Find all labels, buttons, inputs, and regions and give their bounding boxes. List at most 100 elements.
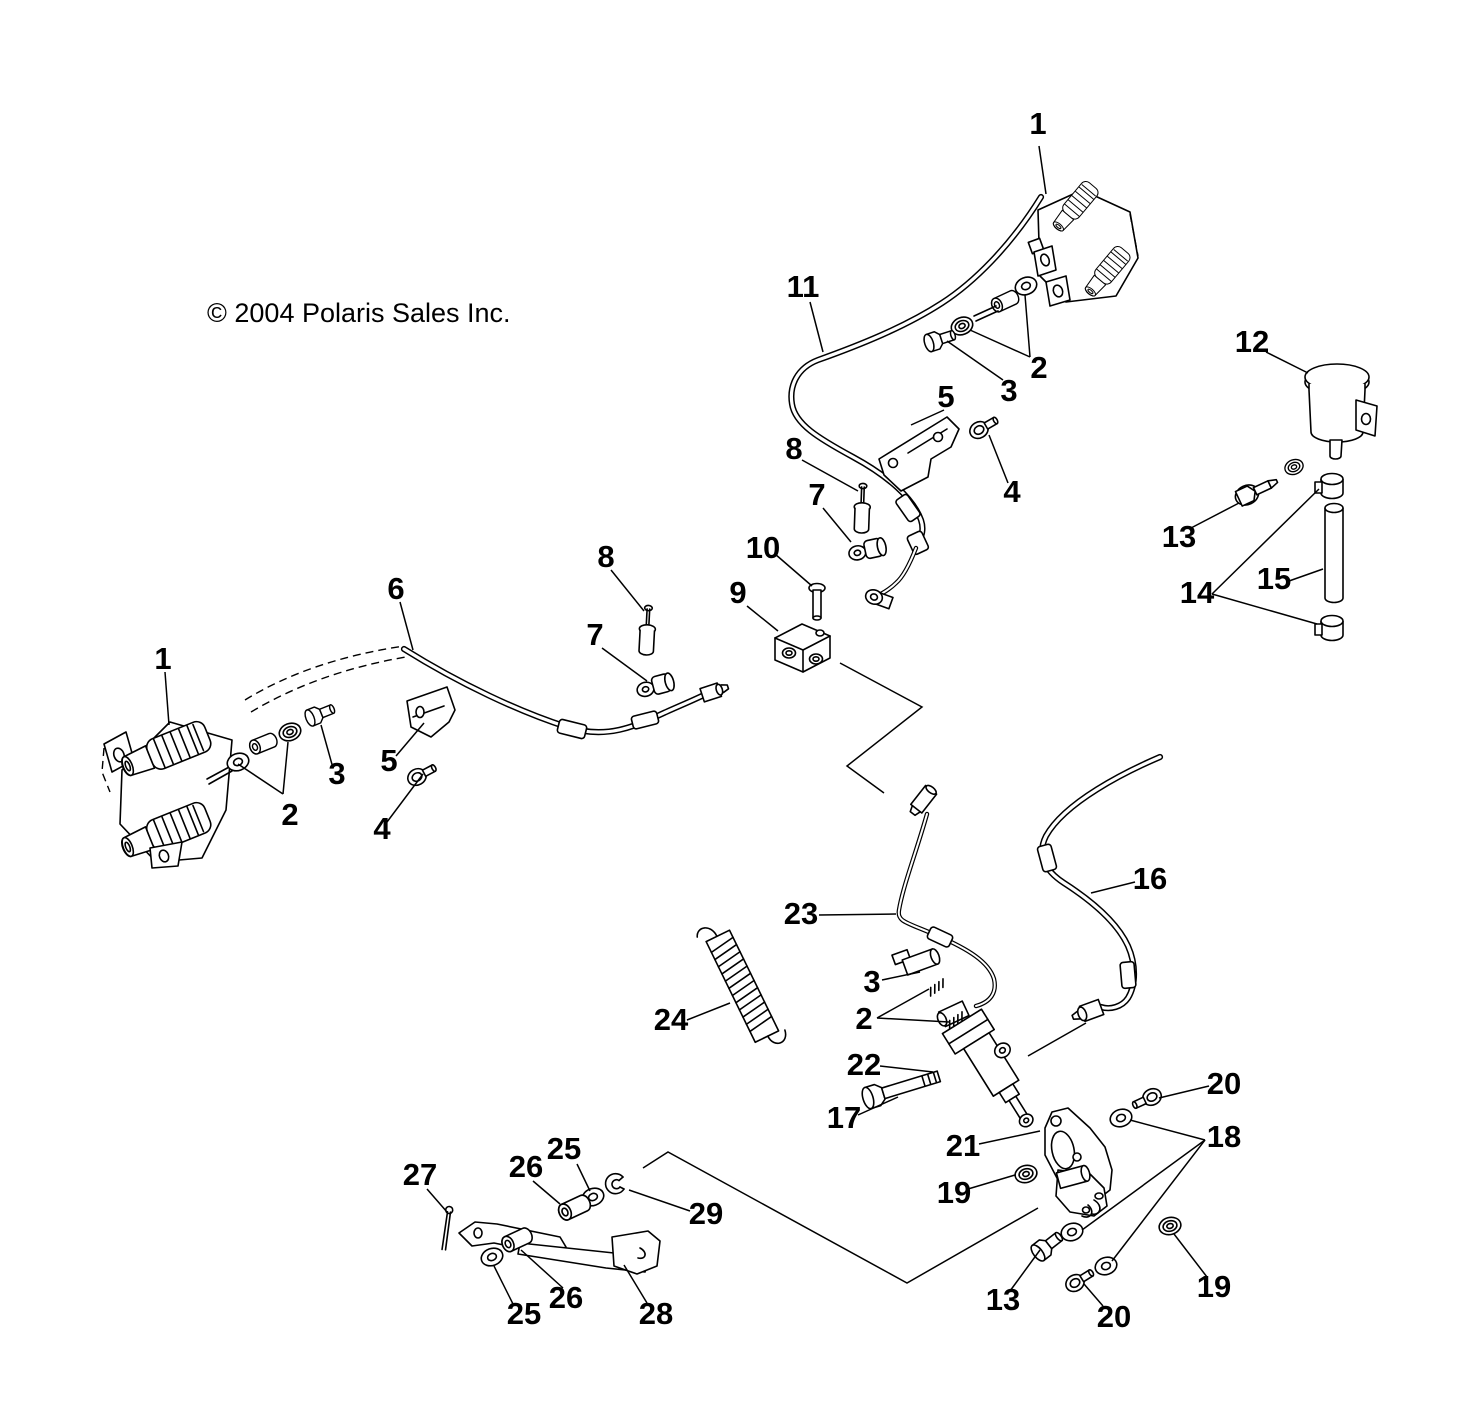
callout-26-bottom: 26 xyxy=(520,1249,583,1315)
callout-5-left: 5 xyxy=(380,722,425,778)
reservoir-nut xyxy=(1281,456,1307,478)
callout-21: 21 xyxy=(946,1128,1041,1163)
junction-block-9 xyxy=(774,582,831,673)
locator-line-hose16 xyxy=(1027,1022,1087,1057)
callout-22: 22 xyxy=(847,1047,934,1082)
right-caliper xyxy=(1027,178,1139,307)
svg-text:16: 16 xyxy=(1133,861,1167,896)
washer-18 xyxy=(1107,1105,1135,1131)
top-clamp-hardware xyxy=(846,482,889,564)
copyright-text: © 2004 Polaris Sales Inc. xyxy=(207,298,511,328)
svg-text:25: 25 xyxy=(547,1131,581,1166)
svg-text:3: 3 xyxy=(1000,373,1017,408)
callout-6: 6 xyxy=(387,571,414,651)
hose-clamp xyxy=(846,536,889,564)
hose-bracket xyxy=(878,416,960,492)
svg-text:8: 8 xyxy=(785,431,802,466)
svg-text:17: 17 xyxy=(827,1100,861,1135)
callout-19-left: 19 xyxy=(937,1174,1016,1210)
hex-bolt xyxy=(921,325,959,354)
spacer xyxy=(246,731,280,757)
callout-3-left: 3 xyxy=(320,724,346,791)
callout-2-left: 2 xyxy=(237,741,299,832)
spacer xyxy=(988,288,1022,315)
callout-10: 10 xyxy=(746,530,813,587)
front-brake-hose-6 xyxy=(244,645,730,740)
callout-13-right: 13 xyxy=(1162,502,1240,554)
washer-25 xyxy=(477,1244,507,1270)
svg-text:13: 13 xyxy=(986,1282,1020,1317)
hose-bracket xyxy=(406,686,456,738)
bolt-10 xyxy=(808,582,826,621)
svg-text:15: 15 xyxy=(1257,561,1291,596)
svg-text:21: 21 xyxy=(946,1128,980,1163)
callout-4-left: 4 xyxy=(373,773,424,846)
svg-text:4: 4 xyxy=(373,811,391,846)
rear-brake-hose-11 xyxy=(788,193,1045,610)
callout-7-mid: 7 xyxy=(586,617,648,682)
callout-16: 16 xyxy=(1090,861,1167,896)
reservoir-12 xyxy=(1304,363,1378,460)
callout-3-top: 3 xyxy=(946,340,1018,408)
callout-23: 23 xyxy=(784,896,897,931)
callout-20-bottom: 20 xyxy=(1083,1283,1131,1334)
callout-13-bottom: 13 xyxy=(986,1249,1041,1317)
flange-nut xyxy=(275,719,305,745)
banjo-fitting xyxy=(864,589,894,610)
spring-24 xyxy=(696,927,787,1045)
rear-caliper-fasteners xyxy=(878,273,1041,492)
locator-line-linkage xyxy=(642,1151,1039,1284)
svg-text:14: 14 xyxy=(1180,575,1215,610)
bushing-26 xyxy=(555,1192,594,1223)
svg-text:1: 1 xyxy=(1029,106,1046,141)
callout-1-right: 1 xyxy=(1029,106,1047,195)
callout-12: 12 xyxy=(1235,324,1309,374)
brake-pipe-23 xyxy=(891,784,997,1030)
e-clip-29 xyxy=(604,1172,625,1195)
svg-text:19: 19 xyxy=(937,1175,971,1210)
svg-text:23: 23 xyxy=(784,896,818,931)
svg-text:2: 2 xyxy=(855,1001,872,1036)
callout-27: 27 xyxy=(403,1157,448,1213)
left-caliper-fasteners xyxy=(206,686,456,790)
reservoir-group xyxy=(1234,363,1378,642)
svg-text:26: 26 xyxy=(549,1280,583,1315)
svg-text:12: 12 xyxy=(1235,324,1269,359)
svg-text:10: 10 xyxy=(746,530,780,565)
callout-7-top: 7 xyxy=(808,477,852,543)
locator-line-junction xyxy=(839,662,924,794)
callout-4-top: 4 xyxy=(988,434,1021,509)
spring-pin xyxy=(925,978,948,997)
callout-8-top: 8 xyxy=(785,431,859,492)
callout-25-top: 25 xyxy=(547,1131,591,1192)
svg-text:7: 7 xyxy=(586,617,603,652)
callout-25-bottom: 25 xyxy=(493,1265,541,1331)
callout-18: 18 xyxy=(1081,1119,1241,1262)
nut-19 xyxy=(1156,1214,1184,1238)
bolt-20 xyxy=(1061,1264,1098,1296)
callouts: 1 11 2 3 5 4 8 7 xyxy=(154,106,1324,1334)
svg-text:9: 9 xyxy=(729,575,746,610)
callout-3-mid: 3 xyxy=(863,964,921,999)
svg-text:18: 18 xyxy=(1207,1119,1241,1154)
clamp-pin xyxy=(637,604,658,657)
callout-29: 29 xyxy=(628,1189,723,1231)
callout-14: 14 xyxy=(1180,488,1320,625)
nut-19 xyxy=(1012,1162,1040,1186)
svg-text:20: 20 xyxy=(1097,1299,1131,1334)
svg-text:25: 25 xyxy=(507,1296,541,1331)
hose-clamp-14-bottom xyxy=(1314,614,1344,642)
locator-lines xyxy=(642,662,1087,1284)
rear-hose-16 xyxy=(1036,753,1164,1023)
mount-plate-21 xyxy=(1044,1107,1113,1218)
callout-28: 28 xyxy=(623,1264,673,1331)
button-bolt xyxy=(965,411,1002,443)
svg-text:11: 11 xyxy=(787,269,820,304)
svg-text:22: 22 xyxy=(847,1047,881,1082)
svg-text:3: 3 xyxy=(328,756,345,791)
callout-5-top: 5 xyxy=(910,379,955,426)
hex-bolt xyxy=(302,699,338,729)
callout-1-left: 1 xyxy=(154,641,172,726)
callout-26-top: 26 xyxy=(509,1149,561,1205)
